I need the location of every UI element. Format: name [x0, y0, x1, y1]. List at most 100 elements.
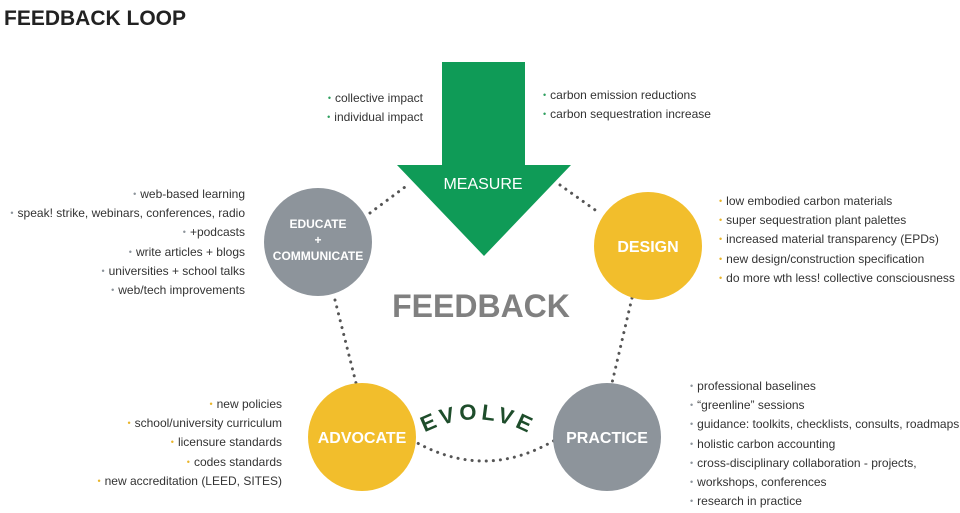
bullet-icon: • [101, 265, 105, 276]
bullet-icon: • [170, 437, 174, 448]
advocate-list: •new policies•school/university curricul… [97, 395, 282, 491]
list-item: •collective impact [327, 89, 423, 108]
list-item: •new design/construction specification [719, 250, 955, 269]
connector-educate-advocate [333, 298, 358, 385]
list-item: •professional baselines [690, 377, 959, 396]
measure-label: MEASURE [443, 176, 522, 193]
bullet-icon: • [182, 227, 186, 238]
evolve-label: EVOLVE [417, 399, 540, 439]
list-item-text: new accreditation (LEED, SITES) [104, 473, 282, 488]
list-item: •new policies [97, 395, 282, 414]
list-item: •write articles + blogs [10, 243, 245, 262]
list-item-text: universities + school talks [108, 263, 245, 278]
educate-label-line-2: + [314, 233, 321, 247]
bullet-icon: • [719, 272, 723, 283]
list-item: •do more wth less! collective consciousn… [719, 269, 955, 288]
page-title: FEEDBACK LOOP [4, 7, 186, 30]
educate-label-line-1: EDUCATE [289, 217, 346, 231]
list-item: •web-based learning [10, 185, 245, 204]
bullet-icon: • [327, 112, 331, 123]
list-item-text: individual impact [334, 110, 423, 125]
connector-educate-measure [368, 185, 407, 215]
advocate-circle [308, 383, 416, 491]
list-item: •new accreditation (LEED, SITES) [97, 472, 282, 491]
list-item-text: cross-disciplinary collaboration - proje… [697, 455, 917, 470]
list-item-text: carbon emission reductions [550, 88, 697, 102]
evolve-label-path: EVOLVE [417, 399, 536, 439]
bullet-icon: • [690, 381, 694, 391]
list-item: •workshops, conferences [690, 473, 959, 492]
list-item-text: guidance: toolkits, checklists, consults… [697, 417, 960, 432]
bullet-icon: • [690, 496, 694, 507]
list-item-text: super sequestration plant palettes [726, 213, 907, 228]
list-item-text: web-based learning [140, 187, 245, 201]
bullet-icon: • [690, 419, 694, 430]
list-item-text: collective impact [334, 91, 423, 105]
list-item-text: codes standards [193, 454, 282, 469]
list-item: •+podcasts [10, 223, 245, 242]
bullet-icon: • [719, 253, 723, 264]
bullet-icon: • [327, 93, 331, 103]
list-item-text: holistic carbon accounting [697, 436, 836, 451]
list-item-text: speak! strike, webinars, conferences, ra… [17, 206, 245, 221]
bullet-icon: • [543, 109, 547, 120]
list-item-text: school/university curriculum [134, 416, 282, 431]
practice-circle [553, 383, 661, 491]
list-item: •increased material transparency (EPDs) [719, 230, 955, 249]
list-item-text: workshops, conferences [697, 475, 827, 490]
bullet-icon: • [690, 477, 694, 488]
design-list: •low embodied carbon materials•super seq… [719, 192, 955, 288]
design-label: DESIGN [617, 239, 678, 256]
list-item: •carbon sequestration increase [543, 105, 711, 124]
loop-connectors [333, 183, 634, 463]
connector-advocate-practice [410, 438, 557, 463]
list-item-text: professional baselines [697, 379, 816, 393]
bullet-icon: • [111, 285, 115, 296]
measure-arrow [397, 62, 571, 256]
list-item-text: low embodied carbon materials [726, 194, 893, 208]
educate-list: •web-based learning•speak! strike, webin… [10, 185, 245, 300]
educate-label-line-3: COMMUNICATE [273, 249, 363, 263]
bullet-icon: • [690, 457, 694, 468]
list-item: •guidance: toolkits, checklists, consult… [690, 415, 959, 434]
list-item: •licensure standards [97, 433, 282, 452]
bullet-icon: • [719, 196, 723, 206]
list-item: •school/university curriculum [97, 414, 282, 433]
list-item-text: licensure standards [177, 435, 282, 450]
bullet-icon: • [128, 246, 132, 257]
center-label: FEEDBACK [392, 288, 570, 324]
list-item: •speak! strike, webinars, conferences, r… [10, 204, 245, 223]
bullet-icon: • [127, 418, 131, 429]
measure-left-list: •collective impact•individual impact [327, 89, 423, 127]
measure-right-list: •carbon emission reductions•carbon seque… [543, 86, 711, 124]
list-item-text: write articles + blogs [135, 244, 245, 259]
list-item-text: do more wth less! collective consciousne… [726, 270, 955, 285]
list-item-text: “greenline” sessions [697, 398, 805, 413]
list-item-text: increased material transparency (EPDs) [726, 232, 939, 247]
connector-measure-design [558, 183, 600, 214]
list-item: •carbon emission reductions [543, 86, 711, 105]
list-item: •low embodied carbon materials [719, 192, 955, 211]
list-item-text: carbon sequestration increase [550, 107, 711, 122]
bullet-icon: • [719, 215, 723, 226]
practice-list: •professional baselines•“greenline” sess… [690, 377, 959, 511]
list-item-text: web/tech improvements [118, 283, 245, 298]
list-item-text: new design/construction specification [726, 251, 925, 266]
bullet-icon: • [690, 438, 694, 449]
bullet-icon: • [10, 208, 14, 219]
design-circle [594, 192, 702, 300]
bullet-icon: • [543, 90, 547, 100]
list-item: •holistic carbon accounting [690, 435, 959, 454]
bullet-icon: • [186, 456, 190, 467]
bullet-icon: • [719, 234, 723, 245]
list-item: •super sequestration plant palettes [719, 211, 955, 230]
list-item: •“greenline” sessions [690, 396, 959, 415]
educate-circle [264, 188, 372, 296]
practice-label: PRACTICE [566, 430, 648, 447]
bullet-icon: • [133, 189, 137, 199]
list-item: •web/tech improvements [10, 281, 245, 300]
bullet-icon: • [690, 400, 694, 411]
list-item-text: +podcasts [189, 225, 245, 240]
list-item: •individual impact [327, 108, 423, 127]
